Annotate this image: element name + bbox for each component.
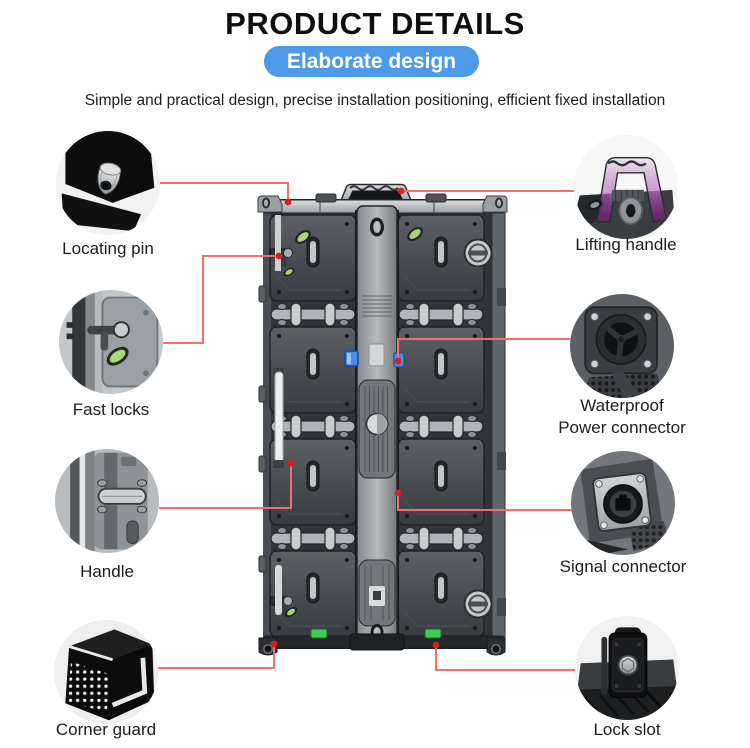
led-cabinet-rear-image <box>257 183 508 656</box>
signal-connector-photo <box>571 451 675 555</box>
elaborate-design-badge: Elaborate design <box>264 46 479 77</box>
subtitle: Simple and practical design, precise ins… <box>84 92 666 109</box>
panel-green-tab-right <box>424 628 442 639</box>
page-title: PRODUCT DETAILS <box>225 6 525 41</box>
label-lock-slot: Lock slot <box>593 720 661 739</box>
locating-pin-photo <box>56 131 160 235</box>
fast-locks-photo <box>59 290 163 394</box>
panel-signal-connector <box>393 352 405 368</box>
label-locating-pin: Locating pin <box>62 239 154 258</box>
corner-guard-photo <box>54 620 158 724</box>
handle-photo <box>55 449 159 553</box>
waterproof-power-connector-photo <box>570 294 674 398</box>
label-fast-locks: Fast locks <box>72 400 150 419</box>
panel-power-connector <box>344 350 359 367</box>
label-handle: Handle <box>80 562 134 581</box>
lock-slot-photo <box>575 616 679 720</box>
label-line-1: Waterproof <box>580 396 664 415</box>
panel-top-handle <box>338 183 414 204</box>
label-corner-guard: Corner guard <box>55 720 157 739</box>
label-signal-connector: Signal connector <box>559 557 687 576</box>
label-lifting-handle: Lifting handle <box>575 235 677 254</box>
panel-green-tab-left <box>310 628 328 639</box>
label-line-2: Power connector <box>558 418 686 437</box>
panel-dial-top <box>463 238 493 268</box>
label-waterproof-power-connector: Waterproof Power connector <box>537 395 707 439</box>
panel-center-spine <box>355 205 399 643</box>
lifting-handle-photo <box>574 135 678 239</box>
panel-dial-bottom <box>463 589 493 619</box>
